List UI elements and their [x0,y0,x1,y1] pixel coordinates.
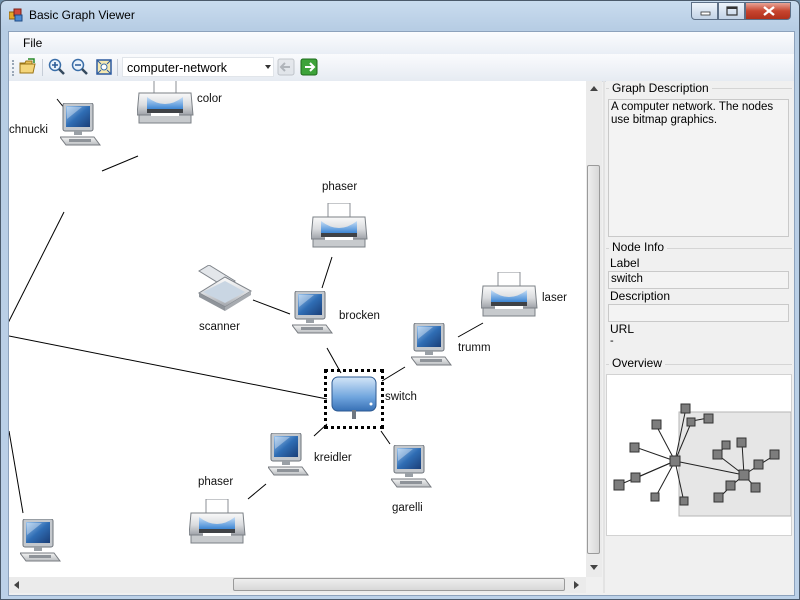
menu-bar: File [9,32,794,54]
node-label-trumm[interactable]: trumm [458,342,491,354]
divider [606,248,792,249]
node-info-title: Node Info [609,240,668,254]
vertical-scrollbar[interactable] [586,81,602,577]
horizontal-scrollbar[interactable] [9,577,586,593]
window-title: Basic Graph Viewer [29,8,135,22]
description-field[interactable] [608,304,789,322]
side-panel: Graph Description A computer network. Th… [606,81,794,593]
computer-icon[interactable] [292,291,336,337]
title-bar[interactable]: Basic Graph Viewer [1,1,799,31]
node-label-kreidler[interactable]: kreidler [314,452,352,464]
splitter[interactable] [603,81,605,593]
graph-description-title: Graph Description [609,81,712,95]
printer-icon[interactable] [137,81,195,129]
computer-icon[interactable] [411,323,455,369]
size-grip[interactable] [587,587,591,591]
url-caption: URL [610,322,635,336]
open-folder-icon[interactable] [19,58,37,76]
back-arrow-icon[interactable] [277,58,295,76]
node-label-schnucki[interactable]: chnucki [9,124,48,136]
overview-graph [613,403,792,517]
scroll-up-icon[interactable] [590,86,598,91]
switch-icon[interactable] [327,372,381,426]
graph-edges [9,98,484,514]
scanner-icon[interactable] [195,265,253,313]
url-value[interactable]: - [610,335,614,347]
menu-file[interactable]: File [23,36,43,50]
close-button[interactable] [745,2,791,20]
computer-icon[interactable] [391,445,435,491]
scroll-down-icon[interactable] [590,565,598,570]
node-label-phaser-top[interactable]: phaser [322,181,358,193]
chevron-down-icon[interactable] [265,65,271,69]
node-label-garelli[interactable]: garelli [392,502,423,514]
printer-icon[interactable] [481,272,539,320]
printer-icon[interactable] [311,203,369,251]
toolbar: computer-network [9,54,794,82]
scroll-right-icon[interactable] [574,581,579,589]
node-label-brocken[interactable]: brocken [339,310,380,322]
zoom-fit-icon[interactable] [95,58,113,76]
minimize-icon [700,11,711,16]
selected-node-highlight[interactable] [324,369,384,429]
node-label-scanner[interactable]: scanner [199,321,240,333]
computer-icon[interactable] [20,519,64,565]
forward-arrow-icon[interactable] [300,58,318,76]
overview-map[interactable] [606,374,792,536]
graph-select-value: computer-network [127,61,228,75]
zoom-in-icon[interactable] [48,58,66,76]
horizontal-scroll-thumb[interactable] [233,578,565,591]
description-caption: Description [610,289,671,303]
node-label-phaser-bottom[interactable]: phaser [198,476,234,488]
close-icon [763,6,775,16]
label-caption: Label [610,256,640,270]
computer-icon[interactable] [268,433,312,479]
node-label-laser[interactable]: laser [542,292,567,304]
maximize-button[interactable] [718,2,745,20]
computer-icon[interactable] [60,103,104,149]
overview-title: Overview [609,356,666,370]
zoom-out-icon[interactable] [71,58,89,76]
divider [606,364,792,365]
graph-canvas[interactable]: chnucki color phaser scanner brocken las… [9,81,586,577]
scroll-left-icon[interactable] [14,581,19,589]
printer-icon[interactable] [189,499,247,547]
node-label-color[interactable]: color [197,93,222,105]
maximize-icon [726,6,738,16]
graph-description-text[interactable]: A computer network. The nodes use bitmap… [608,99,789,237]
app-icon [9,8,23,22]
graph-select[interactable]: computer-network [122,57,274,77]
label-field[interactable]: switch [608,271,789,289]
client-area: File [8,31,795,596]
node-label-switch[interactable]: switch [385,391,417,403]
vertical-scroll-thumb[interactable] [587,165,600,554]
toolbar-grip[interactable] [12,60,17,76]
minimize-button[interactable] [691,2,718,20]
